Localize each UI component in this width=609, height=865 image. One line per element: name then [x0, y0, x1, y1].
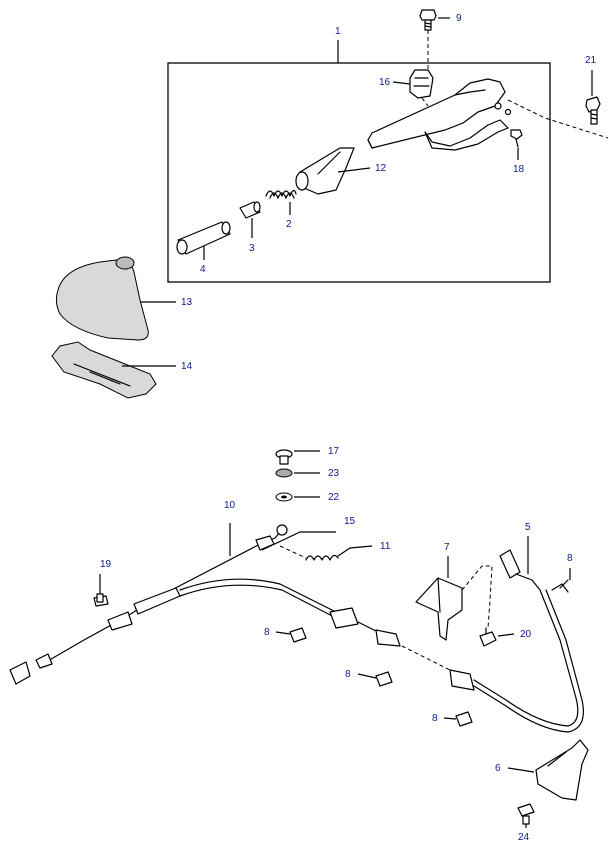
callout-9: 9: [456, 13, 462, 24]
lever-assembly-group: 1 16 9 1: [167, 9, 609, 283]
callout-12: 12: [375, 163, 387, 174]
rear-cable: [179, 578, 584, 733]
small-screw: [510, 129, 523, 148]
front-cable: [9, 524, 288, 685]
bracket-nut: [479, 627, 497, 647]
grip: [176, 221, 231, 255]
cable-system: 17 23 22 10: [9, 446, 589, 843]
side-bolt: [585, 96, 601, 125]
boot-and-console: 13 14: [51, 256, 193, 399]
cable-end: [499, 549, 541, 591]
washer: [275, 468, 293, 478]
callout-15: 15: [344, 516, 356, 527]
sleeve: [239, 201, 261, 219]
callout-8d: 8: [567, 553, 573, 564]
handbrake-lever: [367, 78, 512, 151]
callout-1: 1: [335, 26, 341, 37]
callout-2: 2: [286, 219, 292, 230]
lever-clip: [409, 69, 434, 99]
callout-4: 4: [200, 264, 206, 275]
callout-14: 14: [181, 361, 193, 372]
rear-bracket: [535, 739, 589, 801]
return-spring: [279, 545, 351, 561]
clip-b: [375, 671, 393, 687]
clip-c: [455, 711, 473, 727]
callout-7: 7: [444, 542, 450, 553]
callout-5: 5: [525, 522, 531, 533]
cable-bracket: [415, 565, 493, 641]
callout-6: 6: [495, 763, 501, 774]
callout-10: 10: [224, 500, 236, 511]
nut: [275, 492, 293, 502]
spring: [265, 189, 297, 199]
rear-bolt: [517, 803, 535, 825]
callout-11: 11: [380, 541, 391, 552]
clip-d: [551, 579, 569, 593]
callout-18: 18: [513, 164, 525, 175]
callout-19: 19: [100, 559, 112, 570]
adjust-knob: [275, 449, 293, 465]
assembly-box: [167, 62, 551, 283]
lever-shroud: [295, 147, 355, 195]
callout-17: 17: [328, 446, 340, 457]
callout-22: 22: [328, 492, 340, 503]
clip-a: [289, 627, 307, 643]
callout-3: 3: [249, 243, 255, 254]
cable-bolt: [93, 593, 109, 607]
top-bolt: [419, 9, 437, 31]
callout-13: 13: [181, 297, 193, 308]
callout-20: 20: [520, 629, 532, 640]
callout-8c: 8: [432, 713, 438, 724]
callout-8b: 8: [345, 669, 351, 680]
callout-21: 21: [585, 55, 597, 66]
callout-16: 16: [379, 77, 391, 88]
callout-24: 24: [518, 832, 530, 843]
lever-boot: [55, 256, 149, 341]
console-trim: [51, 341, 157, 399]
callout-8a: 8: [264, 627, 270, 638]
callout-23: 23: [328, 468, 340, 479]
